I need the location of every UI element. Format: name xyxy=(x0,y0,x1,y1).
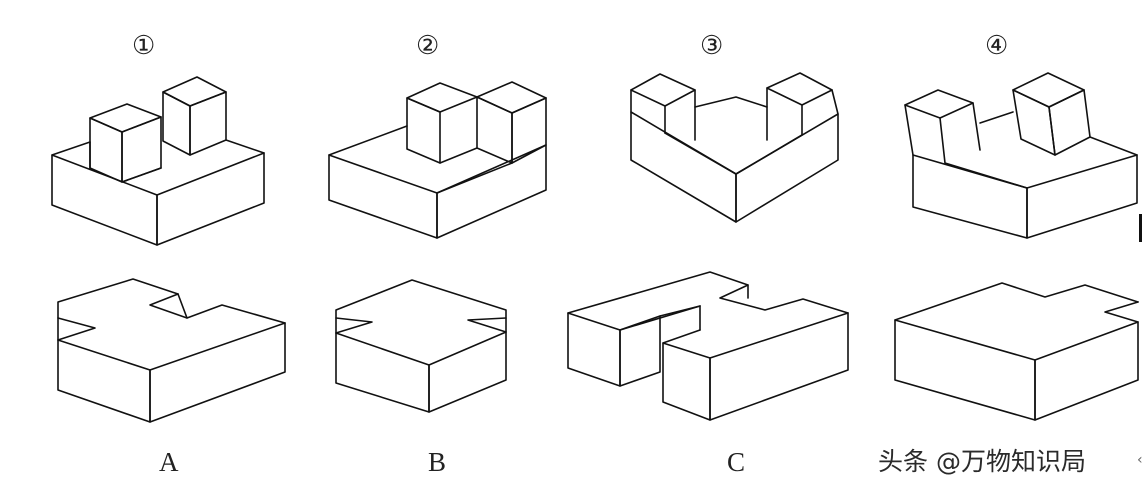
option-a-solid xyxy=(57,278,286,423)
option-c-right-block-front xyxy=(662,342,711,421)
solid-1-base-top-edge xyxy=(225,139,265,154)
solid-3-inner-floor-edge xyxy=(664,132,803,175)
option-label-a: A xyxy=(159,447,179,477)
solid-1-base-right-face xyxy=(156,152,265,246)
option-c-left-block-front xyxy=(567,312,621,387)
solid-4-base-top-edge xyxy=(1089,136,1138,156)
option-d-solid xyxy=(894,282,1139,421)
option-b-left-face xyxy=(335,332,430,413)
option-a-right-face xyxy=(149,322,286,423)
option-d-left-face xyxy=(894,319,1036,421)
option-c-right-block-side xyxy=(709,312,849,421)
solid-1-upright-top xyxy=(89,103,162,133)
figure-label-1: ① xyxy=(132,31,156,61)
solid-4-base-left-face xyxy=(912,154,1028,239)
solid-2-wall-top xyxy=(476,81,547,114)
solid-1-cube-top xyxy=(162,76,227,107)
solid-1 xyxy=(51,76,265,246)
option-b-notch-edge xyxy=(335,317,373,334)
option-b-right-face xyxy=(428,331,507,413)
solid-4-left-upright-edge xyxy=(972,102,981,151)
edge-mark xyxy=(1139,214,1142,242)
solid-4-cube-top xyxy=(1012,72,1085,108)
solid-1-base-left-face xyxy=(51,154,158,246)
figure-label-3: ③ xyxy=(700,31,724,61)
solid-4-left-wall-edge xyxy=(904,104,914,156)
option-a-notch-edge xyxy=(177,293,188,319)
solid-2-base-top-edge xyxy=(436,162,513,194)
solid-3-right-post-top xyxy=(766,72,833,106)
solid-1-cube-front xyxy=(162,91,191,156)
option-d-right-face xyxy=(1034,321,1139,421)
edge-arrow-icon: ‹ xyxy=(1137,452,1143,468)
solid-3-back-edge xyxy=(694,96,768,108)
figure-label-4: ④ xyxy=(985,31,1009,61)
solid-2-cube-top xyxy=(406,82,478,113)
solid-4-back-edge xyxy=(979,111,1014,124)
solid-2-base-left-face xyxy=(328,154,438,239)
solid-3 xyxy=(630,72,839,223)
solid-3-left-post-top xyxy=(630,73,696,107)
solid-2-base-top-edge xyxy=(328,125,408,156)
watermark-text: 头条 @万物知识局 xyxy=(878,447,1086,476)
solid-1-cube-side xyxy=(189,91,227,156)
figure-label-2: ② xyxy=(416,31,440,61)
solid-2-cube-edge xyxy=(439,147,478,164)
solid-1-upright-front xyxy=(89,117,123,183)
option-label-b: B xyxy=(428,447,447,477)
option-d-top-outline xyxy=(894,282,1139,321)
option-label-c: C xyxy=(727,447,746,477)
solid-2-wall-front xyxy=(476,96,513,164)
option-d-notch-edge xyxy=(1104,301,1139,323)
solid-4-left-upright-top xyxy=(904,89,974,119)
option-c-left-block-side xyxy=(619,315,661,387)
solid-3-left-face xyxy=(630,111,737,223)
solid-4-base-right-face xyxy=(1026,154,1138,239)
solid-4-inner-edge xyxy=(939,117,1028,189)
solid-4 xyxy=(904,72,1138,239)
solid-1-base-top-edge xyxy=(51,141,91,156)
option-c-top-outline xyxy=(567,271,849,314)
option-c-inner-edge xyxy=(659,305,701,331)
solid-3-right-face xyxy=(735,113,839,223)
solid-1-upright-side xyxy=(121,116,162,183)
option-a-left-face xyxy=(57,339,151,423)
option-c-inner-edge xyxy=(662,329,701,344)
option-a-notch-edge xyxy=(57,317,96,341)
solid-4-cube-side xyxy=(1048,89,1091,156)
solid-4-cube-front xyxy=(1012,89,1056,156)
solid-2-wall-side xyxy=(511,97,547,164)
solid-2-cube-front xyxy=(406,97,441,164)
solid-3-right-post-edge xyxy=(831,89,839,115)
solid-2 xyxy=(328,81,547,239)
solid-2-base-right-face xyxy=(436,144,547,239)
option-b-notch-edge xyxy=(467,317,507,333)
option-b-solid xyxy=(335,279,507,413)
option-c-solid xyxy=(567,271,849,421)
option-a-top-outline xyxy=(57,278,286,341)
